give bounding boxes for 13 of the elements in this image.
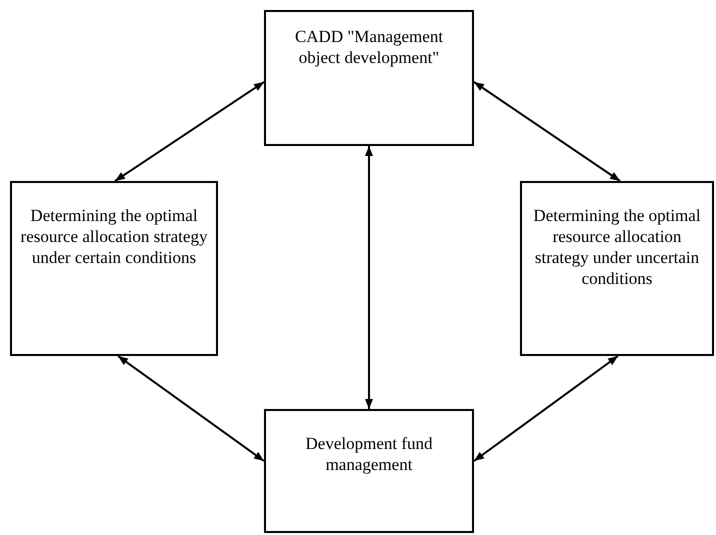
process-box xyxy=(520,181,714,356)
arrow xyxy=(114,81,265,182)
process-box xyxy=(264,409,474,533)
arrow xyxy=(365,146,373,409)
box-text: Development fund management xyxy=(304,433,434,475)
arrow xyxy=(473,81,621,182)
box-text: Determining the optimal resource allocation strategy under uncertain conditions xyxy=(532,205,702,289)
box-text: Determining the optimal resource allocation strategy under certain conditions xyxy=(20,205,208,268)
process-box xyxy=(264,10,474,146)
process-box xyxy=(10,181,218,356)
box-text: CADD "Management object development" xyxy=(294,26,444,68)
arrow xyxy=(473,355,619,462)
arrow xyxy=(117,355,265,462)
